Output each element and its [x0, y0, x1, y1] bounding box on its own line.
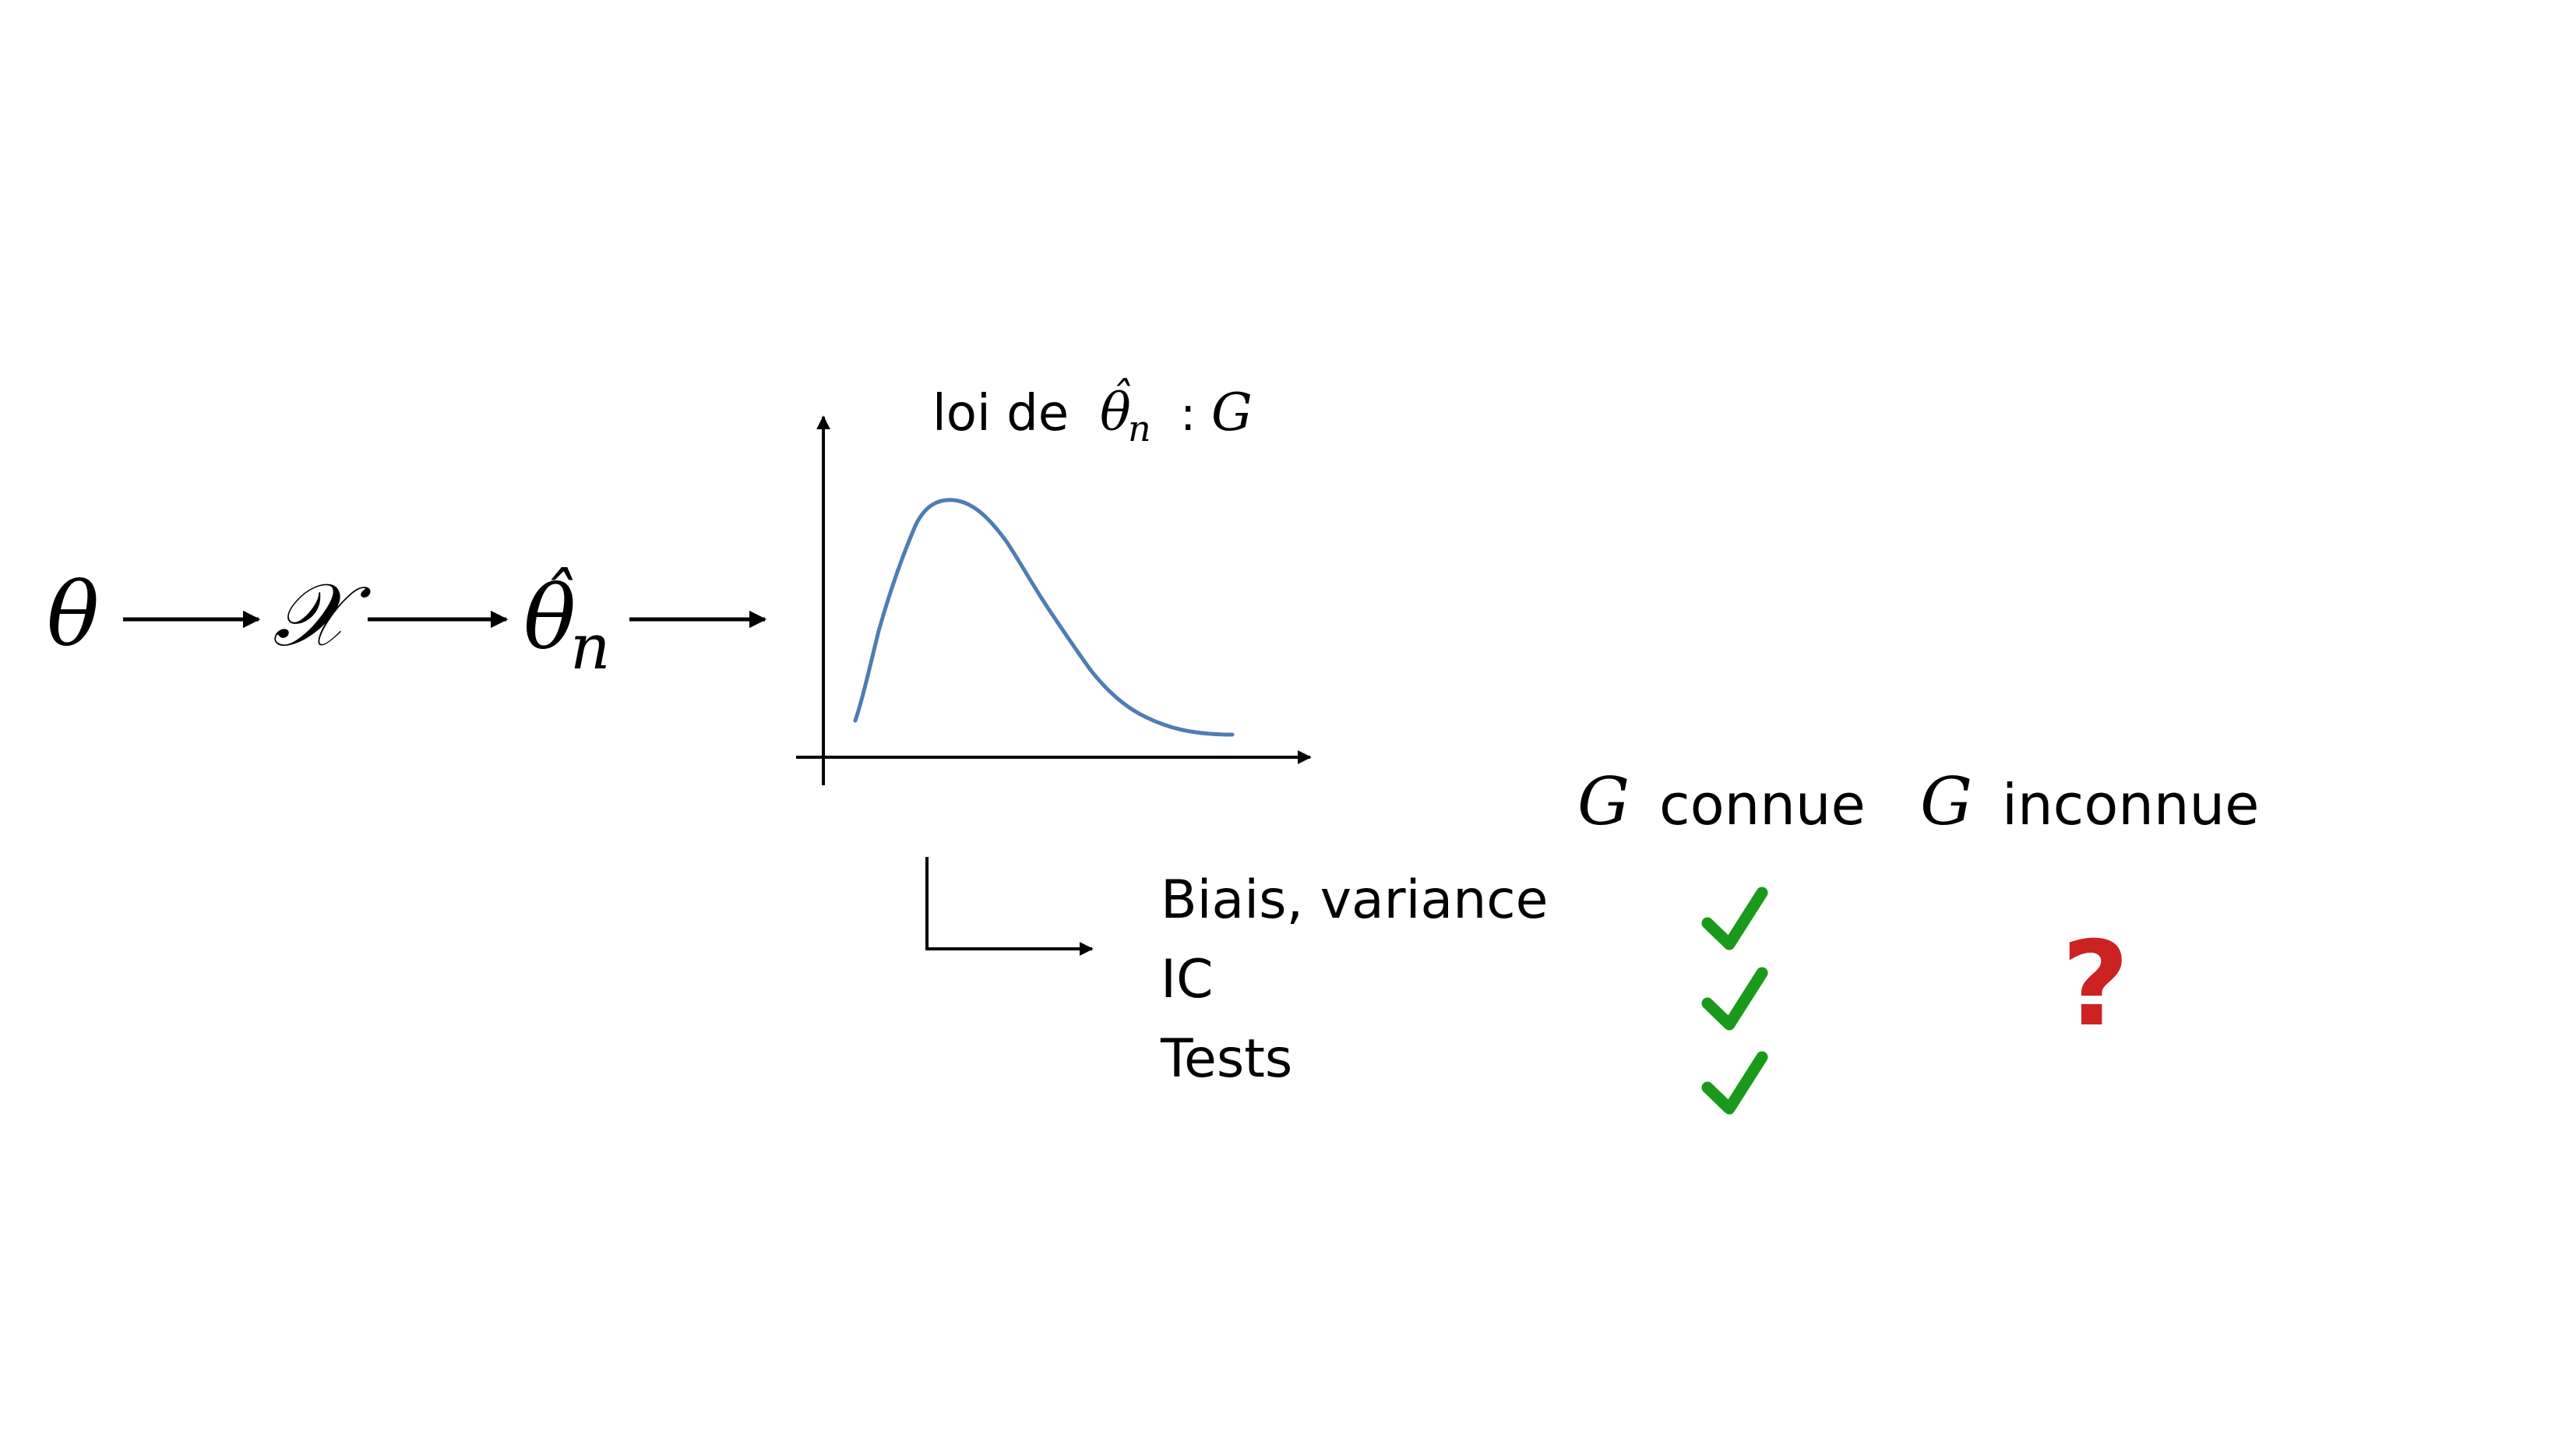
use-item-tests: Tests	[1160, 1028, 1292, 1090]
elbow-arrow-to-uses	[925, 857, 1094, 956]
density-curve	[853, 498, 1235, 737]
uses-list: Biais, variance IC Tests	[1160, 869, 1549, 1090]
use-item-ic: IC	[1161, 949, 1214, 1010]
check-icon	[1701, 887, 1768, 950]
distribution-label-colon: :	[1180, 387, 1196, 442]
distribution-label-subscript: n	[1128, 407, 1151, 450]
question-mark-icon: ?	[2061, 917, 2129, 1052]
distribution-label-theta: θ	[1100, 383, 1131, 442]
check-icon	[1701, 967, 1768, 1031]
header-unknown: G inconnue	[1920, 763, 2259, 840]
check-icon	[1701, 1051, 1768, 1115]
distribution-label-hat: ˆ	[1109, 373, 1131, 424]
distribution-label-G: G	[1211, 383, 1253, 442]
distribution-plot	[796, 415, 1312, 785]
sample-symbol: 𝒳	[273, 565, 372, 666]
estimator-hat: ˆ	[539, 559, 574, 640]
header-known: G connue	[1577, 763, 1866, 840]
estimator-theta: θ	[523, 568, 576, 669]
header-unknown-symbol: G	[1920, 763, 1972, 840]
header-known-text: connue	[1659, 772, 1866, 837]
estimator-subscript: n	[570, 611, 611, 683]
distribution-label: loi de ˆ θ n : G	[932, 373, 1253, 450]
distribution-label-prefix: loi de	[932, 385, 1069, 442]
use-item-bias-variance: Biais, variance	[1161, 869, 1549, 931]
header-known-symbol: G	[1577, 763, 1630, 840]
header-unknown-text: inconnue	[2002, 772, 2259, 837]
known-column-marks	[1701, 887, 1768, 1115]
theta-symbol: θ	[47, 565, 99, 666]
estimator-symbol: ˆ θ n	[523, 559, 611, 683]
